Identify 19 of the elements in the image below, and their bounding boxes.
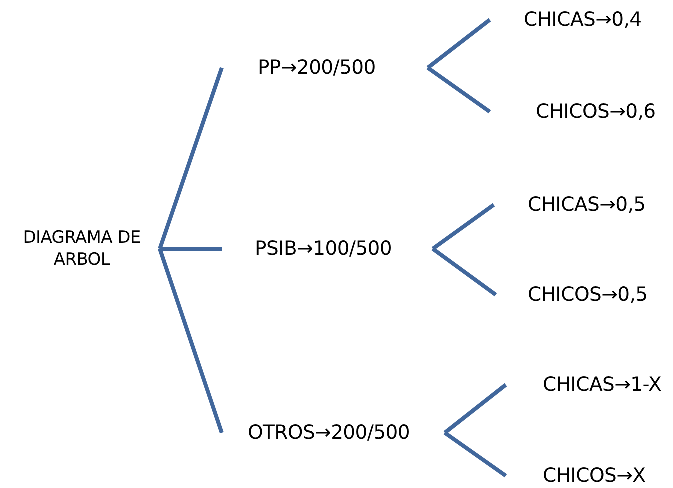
branch-line	[158, 67, 224, 250]
branch-label: PSIB→100/500	[255, 236, 392, 262]
branch-label: CHICOS→0,5	[528, 282, 648, 308]
branch-label: CHICAS→0,5	[528, 192, 646, 218]
branch-label: PP→200/500	[258, 55, 376, 81]
branch-label: CHICOS→0,6	[536, 99, 656, 125]
branch-line	[444, 431, 508, 478]
branch-label: CHICAS→0,4	[524, 7, 642, 33]
branch-line	[432, 247, 498, 297]
branch-label: CHICAS→1-X	[543, 372, 662, 398]
branch-line	[160, 247, 222, 251]
branch-line	[444, 383, 508, 435]
branch-line	[426, 18, 492, 70]
branch-line	[432, 203, 496, 251]
branch-label: CHICOS→X	[543, 463, 646, 488]
branch-line	[158, 248, 224, 434]
root-label: DIAGRAMA DE ARBOL	[22, 226, 142, 272]
branch-label: OTROS→200/500	[248, 420, 410, 446]
branch-line	[426, 66, 492, 114]
